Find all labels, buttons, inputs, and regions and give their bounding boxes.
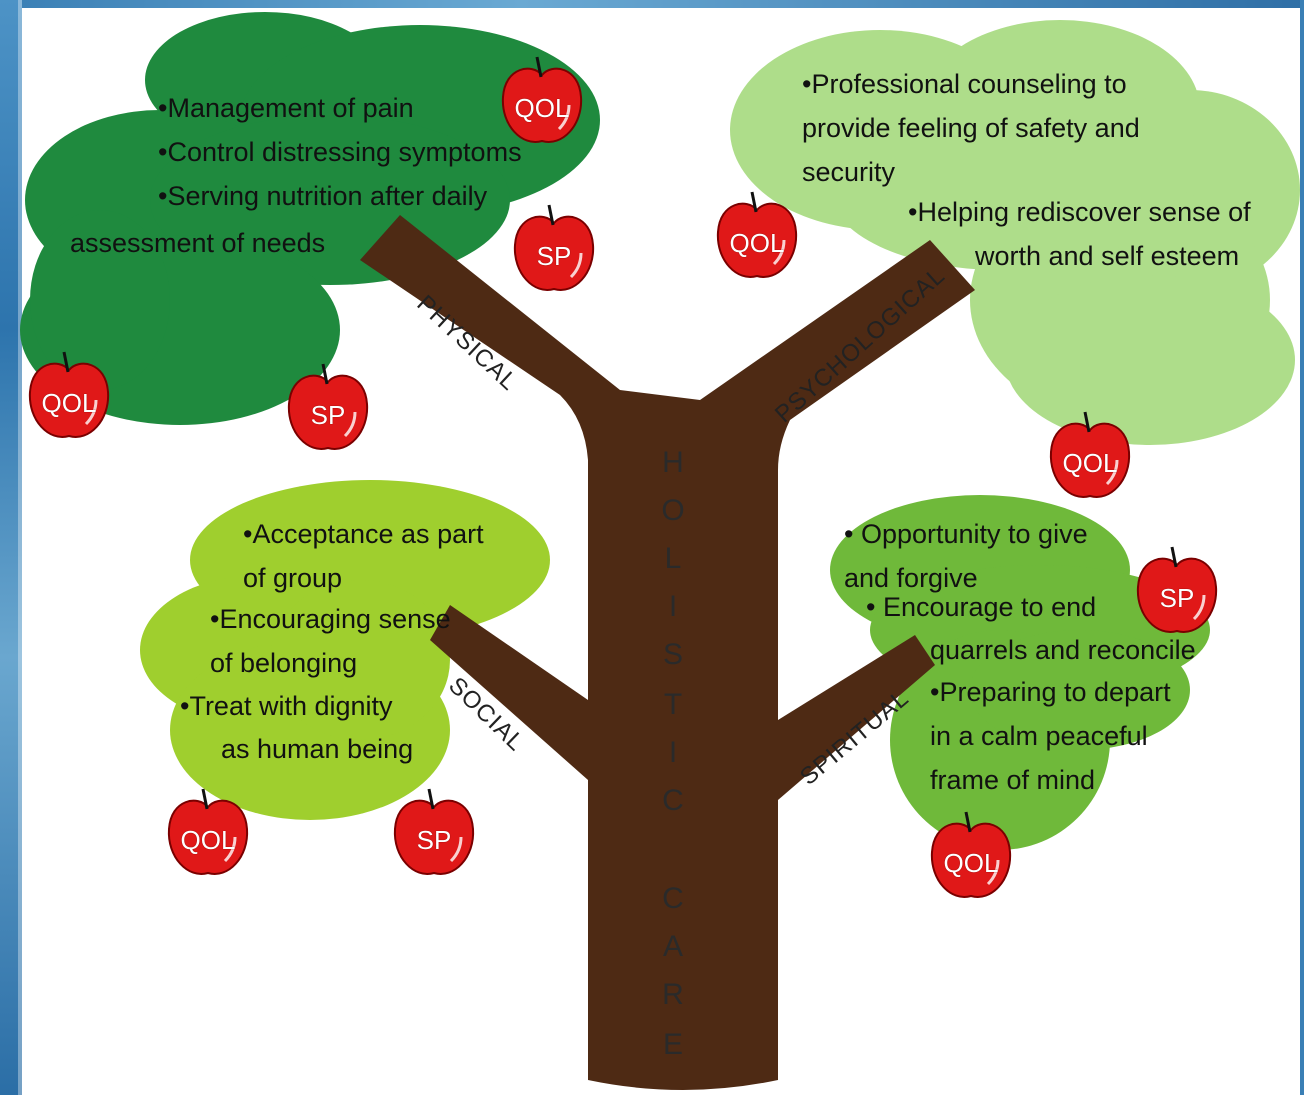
apple-icon bbox=[716, 191, 798, 278]
psychological-foliage bbox=[730, 20, 1300, 445]
trunk-letter: S bbox=[662, 638, 683, 671]
apple-qol-social: QOL bbox=[163, 787, 253, 877]
psychological-line-1: •Professional counseling to bbox=[802, 69, 1127, 99]
social-line-1: •Acceptance as part bbox=[243, 519, 484, 549]
apple-label: QOL bbox=[943, 848, 999, 878]
apple-label: QOL bbox=[41, 388, 97, 418]
trunk-letter: T bbox=[663, 688, 683, 721]
trunk-letter: L bbox=[664, 542, 682, 575]
apple-icon bbox=[513, 204, 595, 291]
apple-icon bbox=[167, 788, 249, 875]
apple-icon bbox=[28, 351, 110, 438]
spiritual-line-2: and forgive bbox=[844, 563, 978, 593]
social-line-6: as human being bbox=[221, 734, 414, 764]
apple-qol-physical-bottom: QOL bbox=[24, 350, 114, 440]
social-line-5: •Treat with dignity bbox=[180, 691, 393, 721]
trunk-letter: C bbox=[662, 882, 684, 915]
apple-icon bbox=[287, 363, 369, 450]
physical-line-4: assessment of needs bbox=[70, 228, 326, 258]
apple-icon bbox=[501, 56, 583, 143]
social-text-2: •Encouraging sense of belonging bbox=[210, 597, 451, 685]
physical-foliage bbox=[20, 12, 600, 425]
apple-sp-physical-bottom: SP bbox=[283, 362, 373, 452]
spiritual-line-1: • Opportunity to give bbox=[844, 519, 1088, 549]
apple-label: QOL bbox=[729, 228, 785, 258]
trunk-letter: A bbox=[662, 930, 683, 963]
spiritual-text-2: • Encourage to end bbox=[866, 585, 1096, 629]
spiritual-foliage bbox=[830, 495, 1210, 850]
spiritual-line-5: •Preparing to depart bbox=[930, 677, 1171, 707]
apple-sp-social: SP bbox=[389, 787, 479, 877]
physical-line-2: •Control distressing symptoms bbox=[158, 137, 522, 167]
apple-icon bbox=[930, 811, 1012, 898]
spiritual-text-3: quarrels and reconcile bbox=[930, 628, 1196, 672]
apple-qol-psychological-bottom: QOL bbox=[1045, 410, 1135, 500]
physical-text-cont: assessment of needs bbox=[70, 221, 325, 265]
spiritual-line-7: frame of mind bbox=[930, 765, 1096, 795]
trunk-letter: H bbox=[662, 446, 684, 479]
spiritual-text-4: •Preparing to depart in a calm peaceful … bbox=[930, 670, 1171, 802]
apple-label: SP bbox=[1159, 583, 1195, 613]
frame-top bbox=[0, 0, 1304, 8]
trunk-letter: I bbox=[668, 736, 678, 769]
trunk-letter: C bbox=[662, 784, 684, 817]
psychological-text-3: worth and self esteem bbox=[975, 234, 1239, 278]
spiritual-line-6: in a calm peaceful bbox=[930, 721, 1148, 751]
apple-sp-spiritual: SP bbox=[1132, 545, 1222, 635]
spiritual-line-4: quarrels and reconcile bbox=[930, 635, 1196, 665]
psychological-line-5: worth and self esteem bbox=[975, 241, 1240, 271]
psychological-text-2: •Helping rediscover sense of bbox=[908, 190, 1251, 234]
social-text-1: •Acceptance as part of group bbox=[243, 512, 484, 600]
social-text-3: •Treat with dignity bbox=[180, 684, 393, 728]
apple-qol-physical-top: QOL bbox=[497, 55, 587, 145]
social-line-2: of group bbox=[243, 563, 343, 593]
social-foliage bbox=[140, 480, 550, 820]
apple-qol-spiritual: QOL bbox=[926, 810, 1016, 900]
physical-line-1: •Management of pain bbox=[158, 93, 414, 123]
physical-text: •Management of pain •Control distressing… bbox=[158, 86, 522, 218]
trunk bbox=[360, 215, 975, 1090]
apple-qol-psychological-left: QOL bbox=[712, 190, 802, 280]
apple-label: QOL bbox=[1062, 448, 1118, 478]
apple-label: SP bbox=[416, 825, 452, 855]
psychological-line-2: provide feeling of safety and bbox=[802, 113, 1140, 143]
physical-line-3: •Serving nutrition after daily bbox=[158, 181, 488, 211]
apple-icon bbox=[393, 788, 475, 875]
apple-label: QOL bbox=[514, 93, 570, 123]
psychological-line-4: •Helping rediscover sense of bbox=[908, 197, 1251, 227]
trunk-letter: O bbox=[661, 494, 685, 527]
apple-label: QOL bbox=[180, 825, 236, 855]
spiritual-text-1: • Opportunity to give and forgive bbox=[844, 512, 1088, 600]
frame-left bbox=[0, 0, 22, 1095]
trunk-letter: E bbox=[662, 1028, 683, 1061]
psychological-text: •Professional counseling to provide feel… bbox=[802, 62, 1140, 194]
trunk-letter: I bbox=[668, 590, 678, 623]
psychological-line-3: security bbox=[802, 157, 896, 187]
apple-label: SP bbox=[310, 400, 346, 430]
social-line-3: •Encouraging sense bbox=[210, 604, 451, 634]
apple-icon bbox=[1136, 546, 1218, 633]
apple-sp-physical-top: SP bbox=[509, 203, 599, 293]
trunk-letter: R bbox=[662, 978, 684, 1011]
social-text-4: as human being bbox=[221, 727, 413, 771]
apple-icon bbox=[1049, 411, 1131, 498]
apple-label: SP bbox=[536, 241, 572, 271]
frame-right bbox=[1300, 0, 1304, 1095]
spiritual-line-3: • Encourage to end bbox=[866, 592, 1097, 622]
social-line-4: of belonging bbox=[210, 648, 358, 678]
